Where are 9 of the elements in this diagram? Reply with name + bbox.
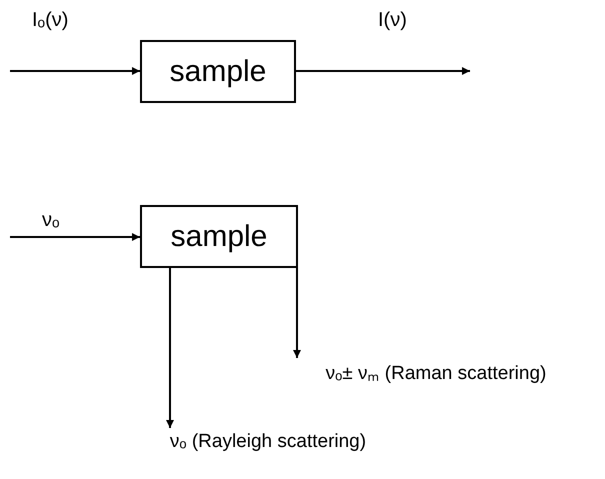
arrow: [10, 233, 140, 241]
arrow: [293, 268, 301, 358]
sample-box: sample: [140, 40, 296, 103]
sample-box: sample: [140, 205, 298, 268]
output-label: νₒ (Rayleigh scattering): [128, 428, 408, 456]
arrow: [10, 67, 140, 75]
arrow: [296, 67, 470, 75]
output-label: νₒ± νₘ (Raman scattering): [272, 358, 600, 386]
arrow: [166, 268, 174, 428]
